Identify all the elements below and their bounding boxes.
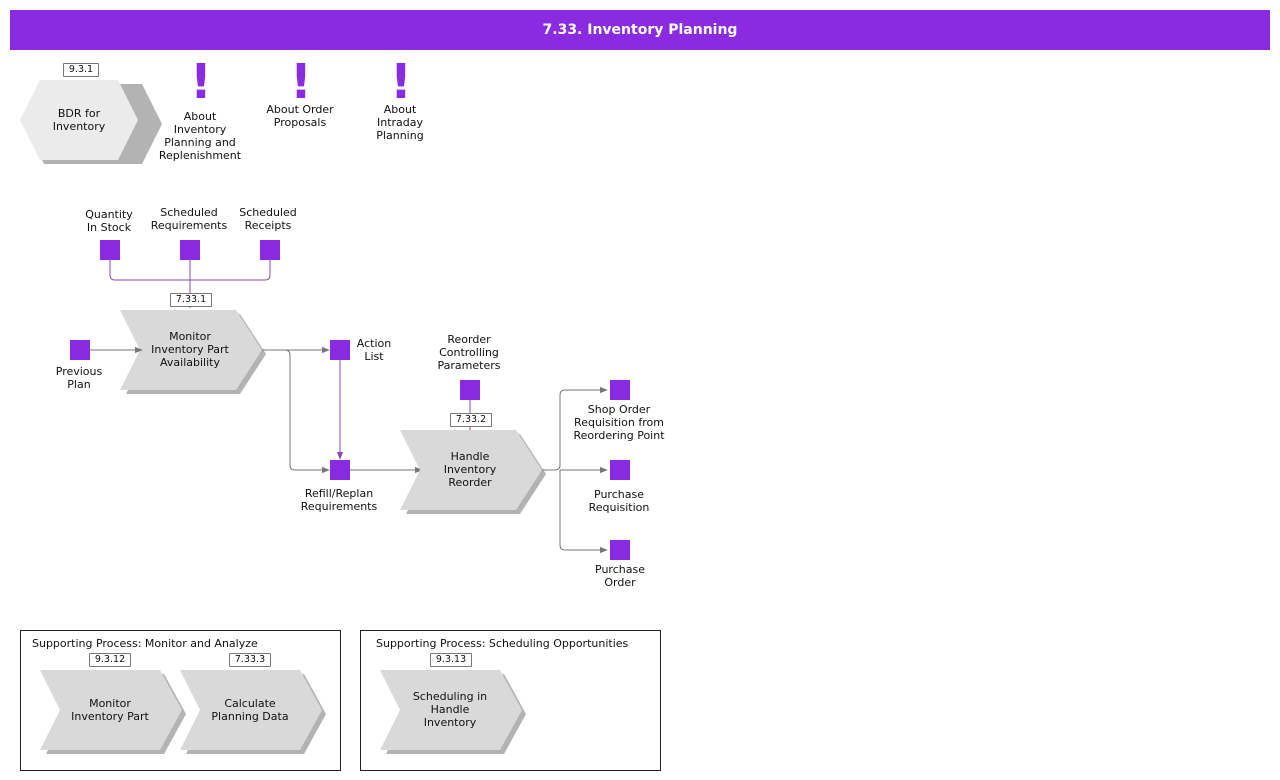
- label-line: Scheduled: [239, 206, 297, 219]
- support-calculate-planning-chevron[interactable]: [180, 670, 326, 754]
- label-line: Availability: [160, 356, 220, 369]
- scheduled-requirements-label: Scheduled Requirements: [140, 206, 238, 232]
- note-label-line: Inventory: [173, 123, 227, 136]
- note-order-proposals-label: About Order Proposals: [250, 103, 350, 129]
- supporting-monitor-analyze-box: [20, 630, 341, 771]
- note-label-line: Replenishment: [158, 149, 242, 162]
- label-line: Requisition: [588, 501, 650, 514]
- label-line: In Stock: [86, 221, 132, 234]
- label-line: Quantity: [85, 208, 133, 221]
- label-line: Reorder: [447, 333, 491, 346]
- supporting-monitor-analyze-title: Supporting Process: Monitor and Analyze: [32, 637, 258, 650]
- purchase-order-label: Purchase Order: [580, 563, 660, 589]
- label-line: Inventory Part: [71, 710, 149, 723]
- label-line: Requisition from: [574, 416, 664, 429]
- quantity-in-stock-label: Quantity In Stock: [70, 208, 148, 234]
- supporting-scheduling-title: Supporting Process: Scheduling Opportuni…: [376, 637, 629, 650]
- previous-plan-square[interactable]: [70, 340, 90, 360]
- bdr-label-line: BDR for: [57, 107, 101, 120]
- label-line: Scheduled: [160, 206, 218, 219]
- purchase-requisition-square[interactable]: [610, 460, 630, 480]
- bdr-badge: 9.3.1: [63, 63, 99, 77]
- scheduled-receipts-square[interactable]: [260, 240, 280, 260]
- shop-order-label: Shop Order Requisition from Reordering P…: [564, 403, 674, 442]
- label-line: Inventory: [443, 463, 497, 476]
- monitor-output-lines: [262, 346, 330, 474]
- refill-replan-square[interactable]: [330, 460, 350, 480]
- action-list-label: Action List: [352, 337, 396, 363]
- purchase-order-square[interactable]: [610, 540, 630, 560]
- note-label-line: Planning: [376, 129, 424, 142]
- purchase-requisition-label: Purchase Requisition: [574, 488, 664, 514]
- bdr-label: BDR for Inventory: [30, 107, 128, 133]
- label-line: Scheduling in: [412, 690, 488, 703]
- label-line: Previous: [55, 365, 103, 378]
- label-line: Order: [604, 576, 636, 589]
- scheduled-receipts-label: Scheduled Receipts: [228, 206, 308, 232]
- label-line: Controlling: [439, 346, 499, 359]
- handle-reorder-process-chevron[interactable]: [400, 430, 546, 514]
- support-calculate-badge: 7.33.3: [229, 653, 271, 667]
- label-line: Receipts: [244, 219, 292, 232]
- note-label-line: About: [383, 103, 417, 116]
- exclamation-icon[interactable]: !: [190, 54, 212, 110]
- label-line: Reordering Point: [573, 429, 665, 442]
- support-monitor-label: Monitor Inventory Part: [60, 697, 160, 723]
- label-line: Reorder: [448, 476, 492, 489]
- exclamation-icon[interactable]: !: [390, 54, 412, 110]
- reorder-params-square[interactable]: [460, 380, 480, 400]
- label-line: Handle: [430, 703, 470, 716]
- label-line: Requirements: [300, 500, 378, 513]
- diagram-title-bar: 7.33. Inventory Planning: [10, 10, 1270, 50]
- refill-replan-label: Refill/Replan Requirements: [290, 487, 388, 513]
- label-line: Parameters: [437, 359, 501, 372]
- bdr-inventory-hexagon[interactable]: [20, 80, 162, 164]
- support-monitor-inventory-chevron[interactable]: [40, 670, 186, 754]
- support-scheduling-badge: 9.3.13: [430, 653, 472, 667]
- action-list-square[interactable]: [330, 340, 350, 360]
- handle-output-lines: [542, 386, 608, 554]
- label-line: Shop Order: [587, 403, 651, 416]
- monitor-process-label: Monitor Inventory Part Availability: [140, 330, 240, 369]
- support-scheduling-label: Scheduling in Handle Inventory: [400, 690, 500, 729]
- label-line: Handle: [450, 450, 490, 463]
- diagram-title: 7.33. Inventory Planning: [542, 22, 738, 38]
- note-label-line: Planning and: [164, 136, 236, 149]
- note-label-line: Proposals: [273, 116, 327, 129]
- note-intraday-planning-label: About Intraday Planning: [350, 103, 450, 142]
- label-line: Plan: [67, 378, 91, 391]
- label-line: Refill/Replan: [304, 487, 374, 500]
- label-line: Action: [356, 337, 392, 350]
- label-line: Purchase: [594, 488, 644, 501]
- note-label-line: Intraday: [376, 116, 424, 129]
- label-line: Calculate: [224, 697, 276, 710]
- note-label-line: About Order: [266, 103, 334, 116]
- reorder-params-label: Reorder Controlling Parameters: [424, 333, 514, 372]
- label-line: Purchase: [595, 563, 645, 576]
- label-line: Inventory Part: [151, 343, 229, 356]
- support-calculate-label: Calculate Planning Data: [200, 697, 300, 723]
- label-line: Planning Data: [211, 710, 289, 723]
- handle-process-label: Handle Inventory Reorder: [420, 450, 520, 489]
- label-line: Inventory: [423, 716, 477, 729]
- quantity-in-stock-square[interactable]: [100, 240, 120, 260]
- monitor-inventory-process-chevron[interactable]: [120, 310, 266, 394]
- label-line: Monitor: [169, 330, 211, 343]
- label-line: Requirements: [150, 219, 228, 232]
- support-monitor-badge: 9.3.12: [89, 653, 131, 667]
- note-inventory-planning-label: About Inventory Planning and Replenishme…: [150, 110, 250, 162]
- label-line: Monitor: [89, 697, 131, 710]
- handle-process-badge: 7.33.2: [450, 413, 492, 427]
- label-line: List: [364, 350, 384, 363]
- supporting-scheduling-box: [360, 630, 661, 771]
- shop-order-square[interactable]: [610, 380, 630, 400]
- scheduled-requirements-square[interactable]: [180, 240, 200, 260]
- support-scheduling-chevron[interactable]: [380, 670, 526, 754]
- note-label-line: About: [183, 110, 217, 123]
- previous-plan-label: Previous Plan: [44, 365, 114, 391]
- exclamation-icon[interactable]: !: [290, 54, 312, 110]
- monitor-process-badge: 7.33.1: [170, 293, 212, 307]
- bdr-label-line: Inventory: [52, 120, 106, 133]
